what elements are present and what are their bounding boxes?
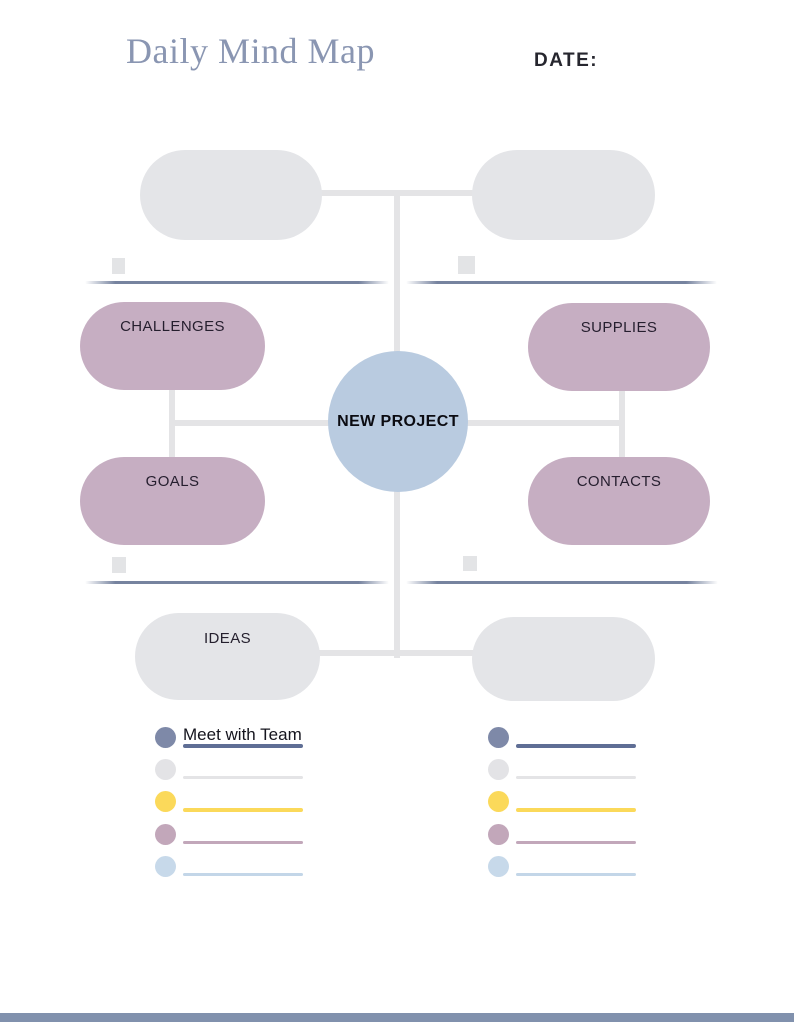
pill-challenges-label: CHALLENGES <box>120 318 225 335</box>
bullet-square-bottom-right <box>463 556 477 571</box>
task-dot <box>155 856 176 877</box>
task-dot <box>488 791 509 812</box>
divider-top-right <box>406 281 717 284</box>
task-dot <box>155 824 176 845</box>
task-text[interactable]: Meet with Team <box>183 725 302 744</box>
task-line[interactable] <box>183 841 303 844</box>
task-dot <box>488 824 509 845</box>
pill-goals-label: GOALS <box>145 473 200 490</box>
task-line[interactable] <box>183 744 303 748</box>
connector-horizontal-top <box>312 190 482 196</box>
task-line[interactable] <box>516 808 636 812</box>
oval-bottom-right[interactable] <box>472 617 655 701</box>
oval-top-right[interactable] <box>472 150 655 240</box>
oval-ideas-label: IDEAS <box>203 630 251 647</box>
task-dot <box>488 727 509 748</box>
task-line[interactable] <box>516 776 636 779</box>
task-dot <box>155 759 176 780</box>
task-line[interactable] <box>183 873 303 876</box>
central-node-label: NEW PROJECT <box>337 412 459 430</box>
task-dot <box>488 759 509 780</box>
bullet-square-top-right <box>458 256 475 274</box>
oval-top-left[interactable] <box>140 150 322 240</box>
pill-challenges[interactable]: CHALLENGES <box>80 302 265 390</box>
pill-contacts[interactable]: CONTACTS <box>528 457 710 545</box>
central-node[interactable]: NEW PROJECT <box>328 351 468 492</box>
connector-vertical-right <box>619 388 625 462</box>
bullet-square-bottom-left <box>112 557 126 573</box>
task-dot <box>488 856 509 877</box>
date-label[interactable]: DATE: <box>534 50 599 71</box>
task-line[interactable] <box>516 873 636 876</box>
divider-bottom-right <box>406 581 718 584</box>
task-dot <box>155 791 176 812</box>
footer-accent-bar <box>0 1013 794 1022</box>
task-line[interactable] <box>516 841 636 844</box>
task-line[interactable] <box>516 744 636 748</box>
page-title: Daily Mind Map <box>126 31 375 71</box>
pill-supplies-label: SUPPLIES <box>580 319 658 336</box>
pill-goals[interactable]: GOALS <box>80 457 265 545</box>
task-line[interactable] <box>183 776 303 779</box>
task-dot <box>155 727 176 748</box>
task-line[interactable] <box>183 808 303 812</box>
pill-supplies[interactable]: SUPPLIES <box>528 303 710 391</box>
oval-ideas[interactable]: IDEAS <box>135 613 320 700</box>
pill-contacts-label: CONTACTS <box>576 473 662 490</box>
divider-bottom-left <box>85 581 389 584</box>
connector-horizontal-bottom <box>315 650 480 656</box>
connector-vertical-left <box>169 388 175 462</box>
divider-top-left <box>85 281 389 284</box>
bullet-square-top-left <box>112 258 125 274</box>
